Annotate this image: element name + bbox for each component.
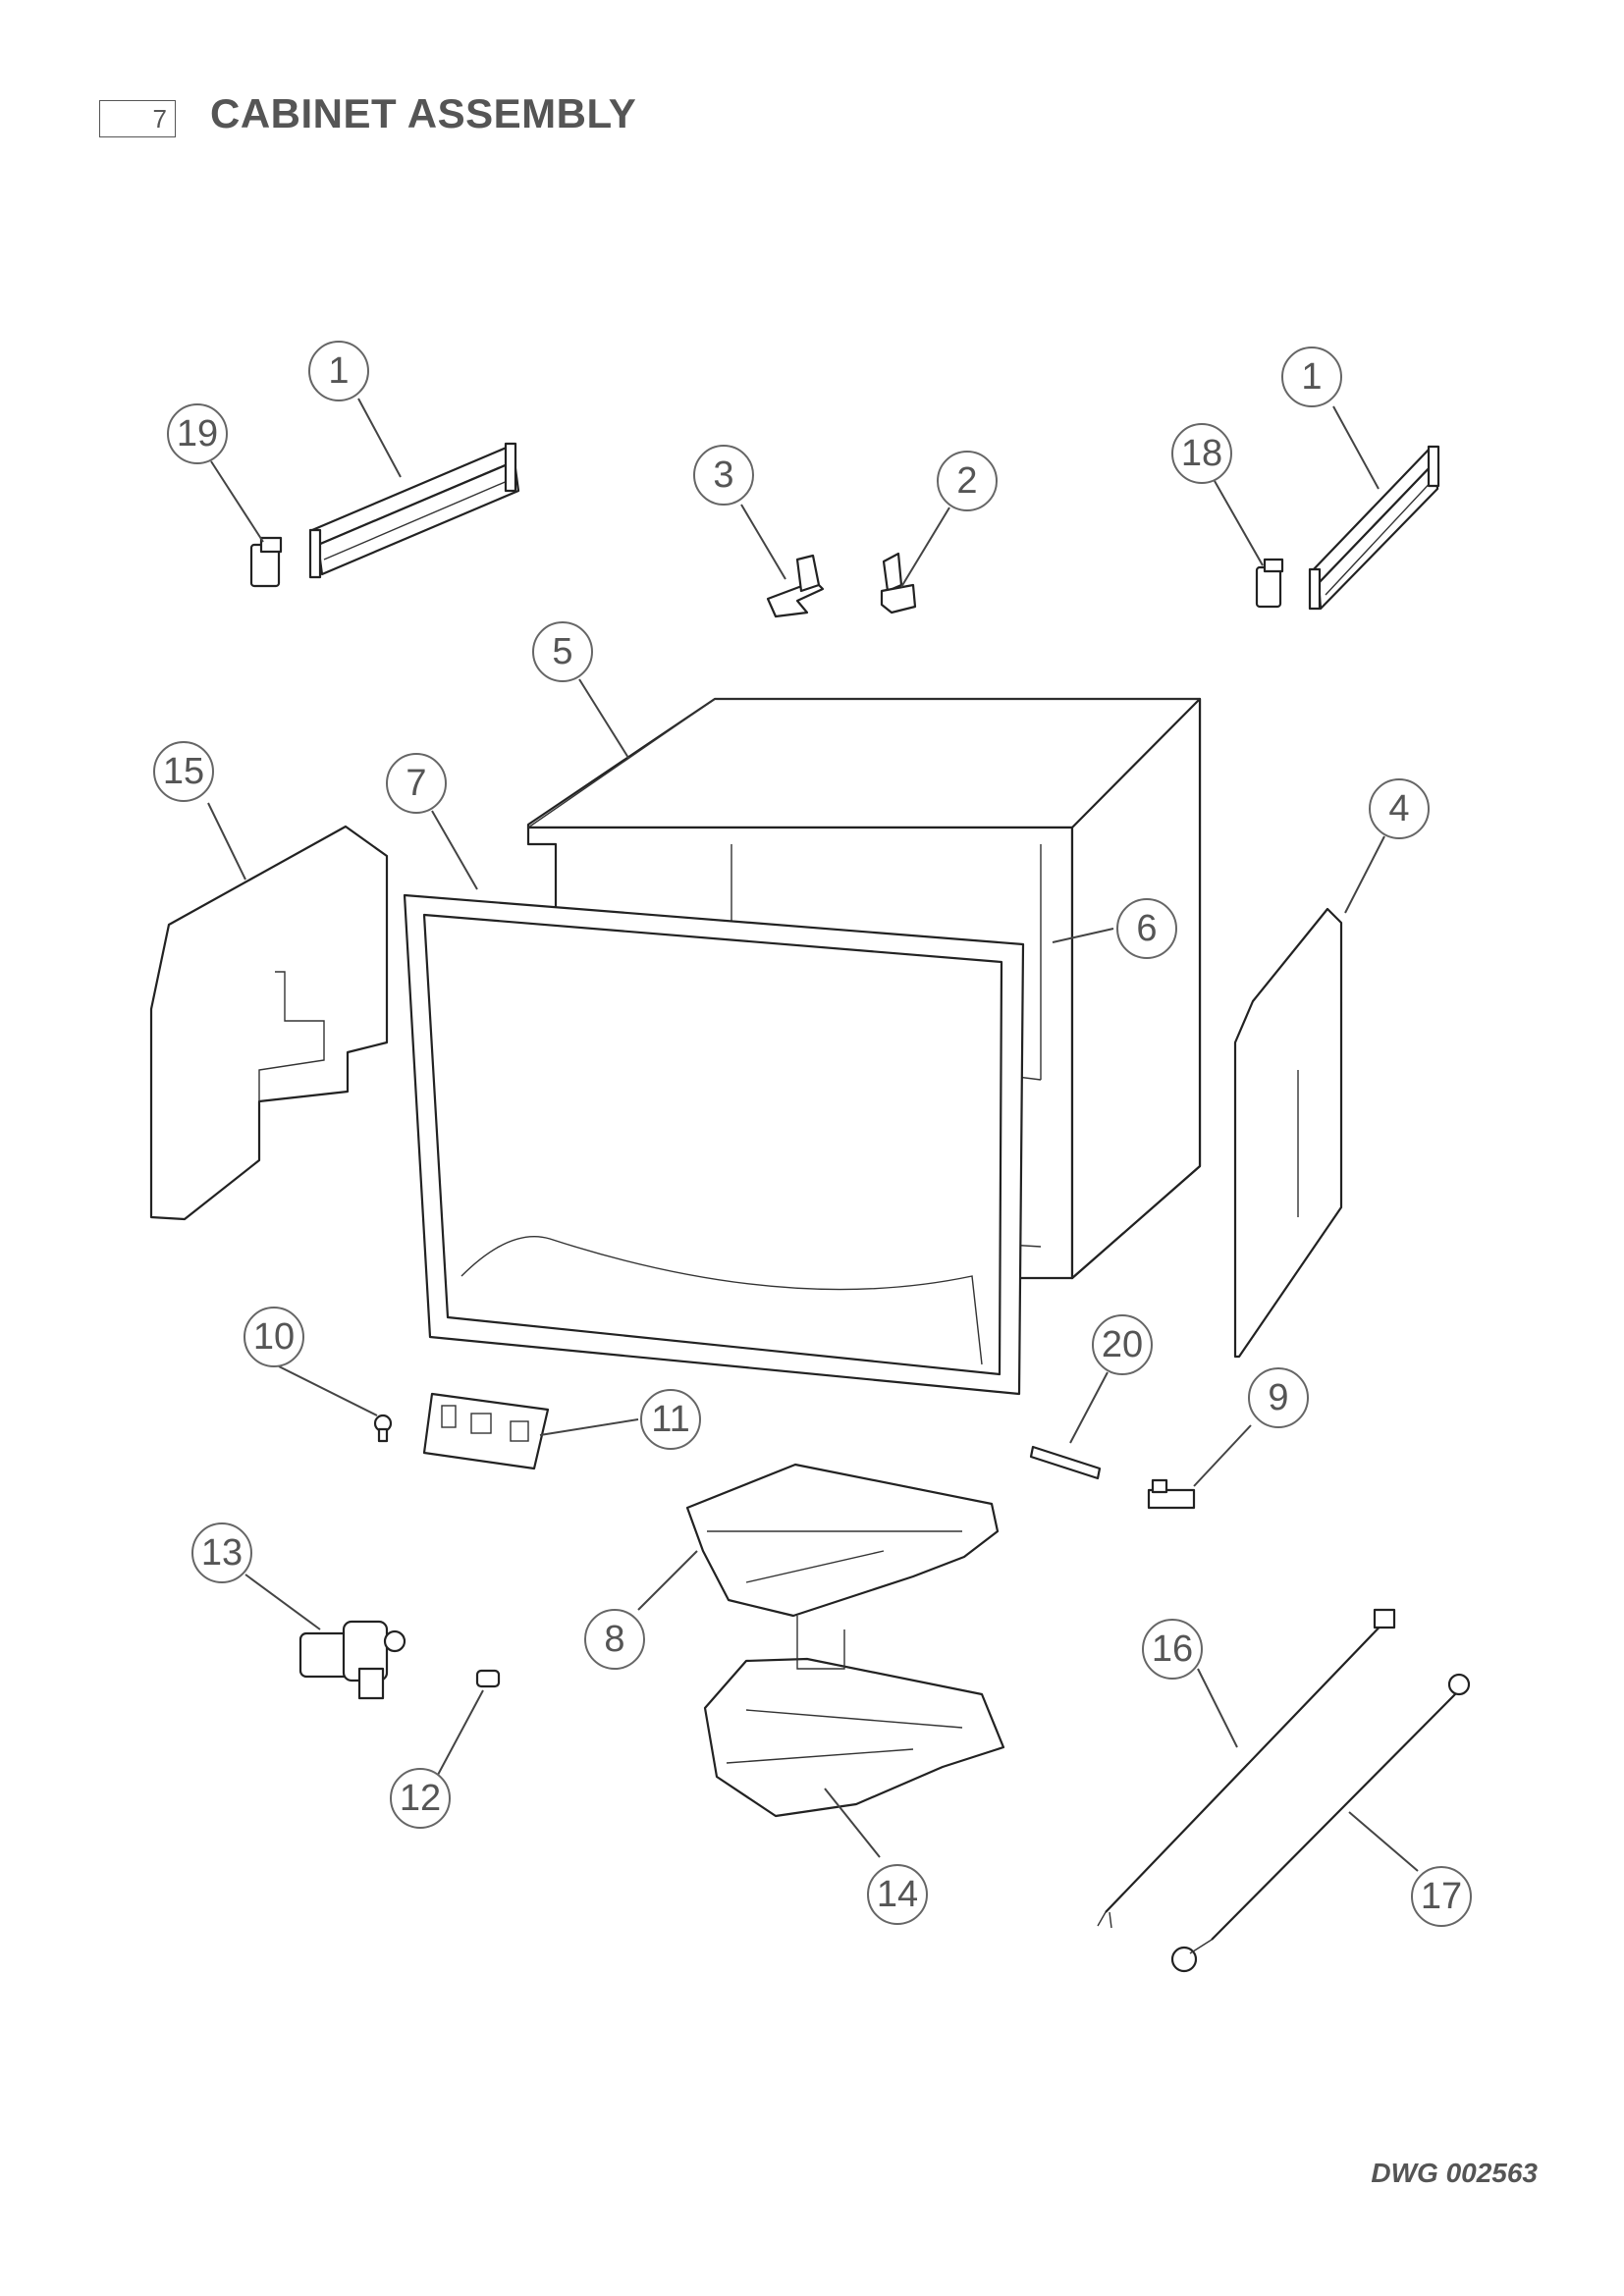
leader-1-right (1332, 405, 1380, 490)
leader-17 (1348, 1811, 1419, 1872)
leader-14 (824, 1788, 881, 1858)
callout-4: 4 (1369, 778, 1430, 839)
callout-15: 15 (153, 741, 214, 802)
callout-10: 10 (244, 1307, 304, 1367)
leader-5 (578, 678, 629, 759)
part-inlet-valve (298, 1620, 406, 1700)
section-number: 7 (152, 104, 167, 133)
leader-6 (1052, 928, 1114, 943)
leader-12 (437, 1689, 484, 1776)
svg-text:3: 3 (713, 454, 733, 496)
part-door-frame (403, 893, 1025, 1396)
leader-20 (1069, 1371, 1109, 1444)
callout-11: 11 (640, 1389, 701, 1450)
leader-15 (207, 802, 246, 881)
callout-5: 5 (532, 621, 593, 682)
svg-text:4: 4 (1388, 788, 1409, 829)
svg-text:18: 18 (1181, 433, 1222, 474)
part-side-panel-left (149, 825, 389, 1221)
page-title: CABINET ASSEMBLY (210, 90, 637, 136)
svg-text:5: 5 (552, 631, 572, 672)
svg-text:13: 13 (201, 1532, 243, 1574)
callout-2: 2 (937, 451, 998, 511)
callout-6: 6 (1116, 898, 1177, 959)
leader-3 (740, 504, 786, 580)
leader-9 (1193, 1424, 1252, 1487)
part-rail-right (1308, 445, 1440, 611)
callout-16: 16 (1142, 1619, 1203, 1680)
part-clip-12 (475, 1669, 501, 1688)
leader-1-left (357, 398, 402, 478)
leader-2 (900, 507, 950, 588)
part-control-housing (685, 1463, 1000, 1618)
callout-20: 20 (1092, 1314, 1153, 1375)
svg-text:12: 12 (400, 1778, 441, 1819)
callout-17: 17 (1411, 1866, 1472, 1927)
leader-8 (637, 1550, 698, 1611)
svg-text:9: 9 (1268, 1377, 1288, 1418)
svg-text:10: 10 (253, 1316, 295, 1358)
svg-text:2: 2 (956, 460, 977, 502)
leader-4 (1344, 835, 1385, 914)
part-control-pcb (422, 1392, 550, 1470)
svg-text:11: 11 (651, 1399, 689, 1440)
part-hinge-bracket-3 (766, 554, 825, 618)
svg-text:6: 6 (1136, 908, 1157, 949)
part-strip-20 (1029, 1445, 1102, 1480)
drawing-number: DWG 002563 (1371, 2158, 1538, 2188)
section-number-box: 7 (99, 100, 176, 137)
callout-12: 12 (390, 1768, 451, 1829)
part-end-cap-left (249, 536, 283, 588)
svg-text:7: 7 (406, 763, 426, 804)
callout-8: 8 (584, 1609, 645, 1670)
part-rail-left (308, 442, 520, 579)
callout-18: 18 (1171, 423, 1232, 484)
part-side-panel-right (1233, 907, 1343, 1359)
svg-text:19: 19 (177, 413, 218, 454)
callout-13: 13 (191, 1522, 252, 1583)
part-screw-10 (373, 1414, 393, 1443)
leader-16 (1197, 1668, 1238, 1748)
callout-14: 14 (867, 1864, 928, 1925)
callout-1-right: 1 (1281, 347, 1342, 407)
leader-19 (210, 460, 264, 543)
part-drain-hose (1170, 1673, 1471, 1973)
part-power-cord (1097, 1608, 1396, 1929)
svg-text:1: 1 (1301, 356, 1322, 398)
callout-1-left: 1 (308, 341, 369, 401)
svg-text:14: 14 (877, 1874, 918, 1915)
svg-text:20: 20 (1102, 1324, 1143, 1365)
part-base-frame (703, 1616, 1005, 1818)
leader-10 (278, 1365, 378, 1416)
svg-text:1: 1 (328, 350, 349, 392)
leader-13 (244, 1574, 321, 1630)
leader-7 (431, 810, 478, 890)
leader-11 (539, 1418, 639, 1436)
svg-text:15: 15 (163, 751, 204, 792)
svg-text:17: 17 (1421, 1876, 1462, 1917)
part-end-cap-right (1255, 558, 1284, 609)
svg-text:8: 8 (604, 1619, 624, 1660)
callout-7: 7 (386, 753, 447, 814)
callout-19: 19 (167, 403, 228, 464)
part-switch-9 (1147, 1478, 1196, 1510)
leader-18 (1214, 480, 1264, 566)
svg-text:16: 16 (1152, 1629, 1193, 1670)
callout-3: 3 (693, 445, 754, 506)
callout-9: 9 (1248, 1367, 1309, 1428)
leader-lines (207, 398, 1419, 1872)
part-hinge-bracket-2 (880, 552, 917, 614)
